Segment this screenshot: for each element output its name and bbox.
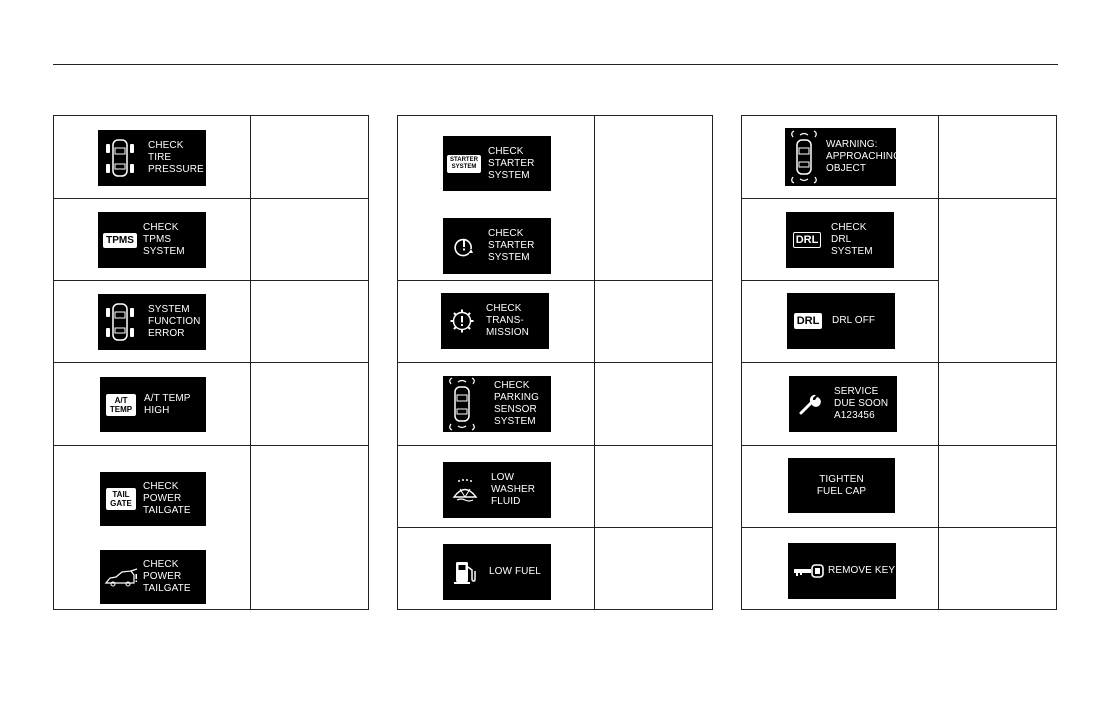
tpms-icon: TPMS bbox=[103, 232, 137, 248]
message-text: CHECK TPMS SYSTEM bbox=[143, 222, 185, 257]
message-display-low-washer-fluid: LOW WASHER FLUID bbox=[443, 462, 551, 518]
washer-fluid-icon bbox=[447, 478, 483, 502]
car-top-view-icon bbox=[102, 132, 138, 184]
message-text: LOW FUEL bbox=[489, 566, 541, 577]
table-row bbox=[742, 445, 1056, 528]
message-text: TIGHTEN FUEL CAP bbox=[816, 473, 867, 497]
message-table-2: STARTER SYSTEM CHECK STARTER SYSTEM CHEC… bbox=[397, 115, 713, 610]
table-row bbox=[398, 280, 712, 363]
row-separator bbox=[742, 280, 938, 282]
message-text: CHECK TIRE PRESSURE bbox=[148, 140, 204, 175]
transmission-gear-icon bbox=[446, 308, 478, 334]
tailgate-badge: TAIL GATE bbox=[106, 488, 136, 510]
tpms-badge: TPMS bbox=[103, 232, 137, 248]
message-text: WARNING: APPROACHING OBJECT bbox=[826, 139, 902, 174]
message-display-check-power-tailgate: TAIL GATE CHECK POWER TAILGATE bbox=[100, 472, 206, 526]
message-display-at-temp-high: A/T TEMP A/T TEMP HIGH bbox=[100, 377, 206, 432]
message-display-low-fuel: LOW FUEL bbox=[443, 544, 551, 600]
approaching-object-icon bbox=[786, 129, 822, 185]
message-table-1: CHECK TIRE PRESSURE TPMS CHECK TPMS SYST… bbox=[53, 115, 369, 610]
message-text: CHECK POWER TAILGATE bbox=[143, 559, 191, 594]
table-row bbox=[54, 445, 368, 610]
message-text: CHECK DRL SYSTEM bbox=[831, 222, 873, 257]
wrench-icon bbox=[792, 391, 828, 417]
message-text: LOW WASHER FLUID bbox=[491, 472, 536, 507]
message-text: CHECK STARTER SYSTEM bbox=[488, 145, 535, 181]
message-display-drl-off: DRL DRL OFF bbox=[787, 293, 895, 349]
starter-badge: STARTER SYSTEM bbox=[447, 154, 481, 173]
key-icon bbox=[792, 564, 826, 578]
table-row bbox=[742, 527, 1056, 610]
message-text: SERVICE DUE SOON A123456 bbox=[834, 386, 889, 421]
drl-badge: DRL bbox=[793, 313, 823, 329]
message-text: REMOVE KEY bbox=[828, 565, 896, 576]
message-display-service-due-soon: SERVICE DUE SOON A123456 bbox=[789, 376, 897, 432]
at-temp-badge: A/T TEMP bbox=[105, 393, 137, 416]
message-text: A/T TEMP HIGH bbox=[144, 392, 191, 416]
table-row bbox=[398, 527, 712, 610]
drl-badge: DRL bbox=[792, 232, 822, 248]
message-text: CHECK PARKING SENSOR SYSTEM bbox=[494, 380, 539, 427]
starter-warning-icon bbox=[446, 234, 482, 258]
fuel-pump-icon bbox=[447, 559, 483, 585]
message-display-check-starter-system-warning: CHECK STARTER SYSTEM bbox=[443, 218, 551, 274]
message-display-check-starter-system: STARTER SYSTEM CHECK STARTER SYSTEM bbox=[443, 136, 551, 191]
table-row bbox=[742, 362, 1056, 446]
header-rule bbox=[53, 64, 1058, 65]
table-row bbox=[54, 280, 368, 363]
message-display-tighten-fuel-cap: TIGHTEN FUEL CAP bbox=[788, 458, 895, 513]
tailgate-icon: TAIL GATE bbox=[106, 488, 136, 510]
table-row bbox=[398, 445, 712, 528]
message-text: CHECK TRANS- MISSION bbox=[486, 303, 529, 338]
message-table-3: WARNING: APPROACHING OBJECT DRL CHECK DR… bbox=[741, 115, 1057, 610]
message-display-check-tire-pressure: CHECK TIRE PRESSURE bbox=[98, 130, 206, 186]
table-row bbox=[54, 198, 368, 281]
message-text: CHECK STARTER SYSTEM bbox=[488, 228, 535, 263]
message-text: DRL OFF bbox=[832, 315, 876, 326]
message-text: CHECK POWER TAILGATE bbox=[143, 481, 191, 516]
parking-sensor-icon bbox=[444, 377, 480, 431]
at-temp-icon: A/T TEMP bbox=[105, 393, 137, 416]
table-row bbox=[742, 198, 1056, 363]
message-display-warning-approaching-object: WARNING: APPROACHING OBJECT bbox=[785, 128, 901, 186]
message-display-remove-key: REMOVE KEY bbox=[788, 543, 896, 599]
message-display-check-drl-system: DRL CHECK DRL SYSTEM bbox=[786, 212, 894, 268]
car-top-view-icon bbox=[102, 296, 138, 348]
drl-icon: DRL bbox=[792, 313, 824, 329]
message-display-check-parking-sensor-system: CHECK PARKING SENSOR SYSTEM bbox=[443, 376, 551, 432]
table-row bbox=[398, 362, 712, 446]
message-display-check-power-tailgate-open: CHECK POWER TAILGATE bbox=[100, 550, 206, 604]
drl-icon: DRL bbox=[791, 232, 823, 248]
tailgate-open-icon bbox=[103, 566, 139, 588]
message-display-check-tpms-system: TPMS CHECK TPMS SYSTEM bbox=[98, 212, 206, 268]
starter-system-icon: STARTER SYSTEM bbox=[446, 154, 482, 173]
message-display-system-function-error: SYSTEM FUNCTION ERROR bbox=[98, 294, 206, 350]
message-text: SYSTEM FUNCTION ERROR bbox=[148, 304, 201, 339]
message-display-check-transmission: CHECK TRANS- MISSION bbox=[441, 293, 549, 349]
table-row bbox=[54, 362, 368, 446]
